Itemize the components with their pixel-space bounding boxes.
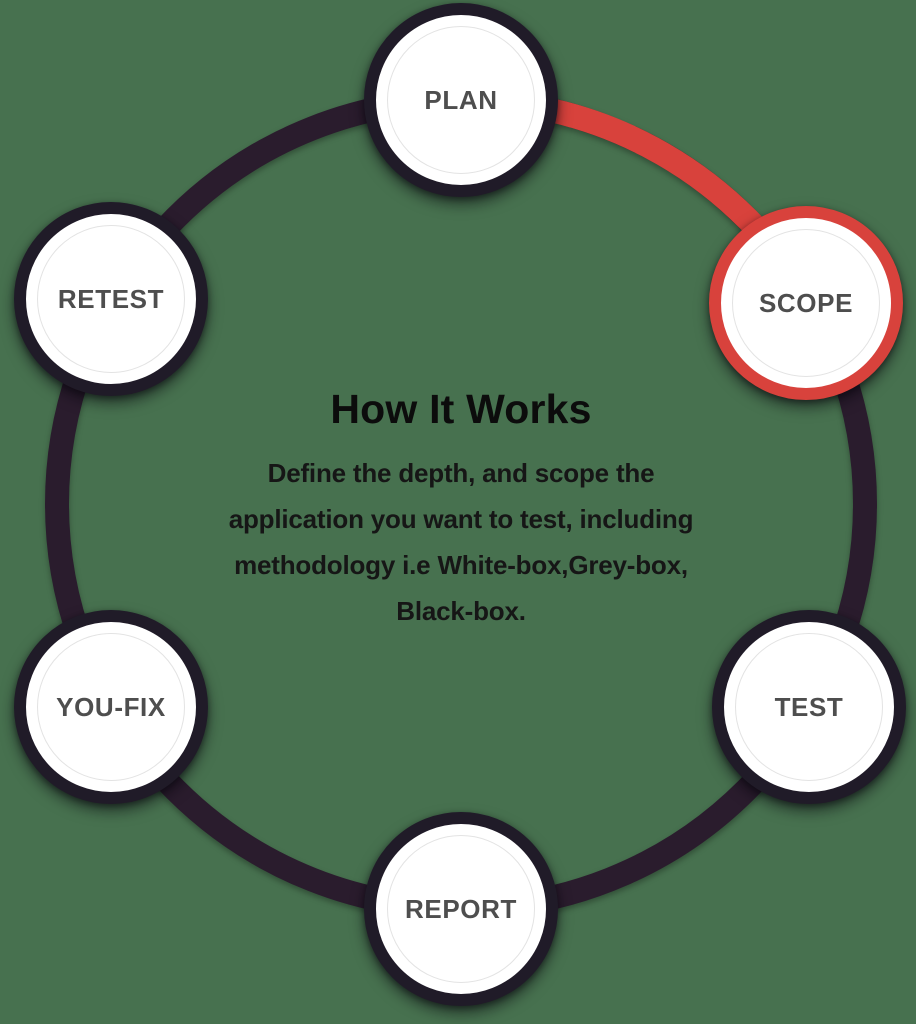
node-scope[interactable]: SCOPE xyxy=(709,206,903,400)
node-label: TEST xyxy=(774,691,844,722)
node-retest[interactable]: RETEST xyxy=(14,202,208,396)
node-test[interactable]: TEST xyxy=(712,610,906,804)
node-plan[interactable]: PLAN xyxy=(364,3,558,197)
node-label: RETEST xyxy=(57,283,165,314)
description-line: Define the depth, and scope the xyxy=(267,458,655,488)
diagram-title: How It Works xyxy=(330,386,592,432)
step-description: Define the depth, and scope the applicat… xyxy=(141,450,781,634)
node-label: PLAN xyxy=(424,84,498,115)
node-label: REPORT xyxy=(405,893,517,924)
node-report[interactable]: REPORT xyxy=(364,812,558,1006)
description-line: application you want to test, including xyxy=(228,504,694,534)
description-line: methodology i.e White-box,Grey-box, xyxy=(234,550,688,580)
description-line: Black-box. xyxy=(396,596,526,626)
node-you-fix[interactable]: YOU-FIX xyxy=(14,610,208,804)
node-label: SCOPE xyxy=(758,287,854,318)
node-label: YOU-FIX xyxy=(56,691,166,722)
center-text-block: How It Works Define the depth, and scope… xyxy=(141,388,781,634)
